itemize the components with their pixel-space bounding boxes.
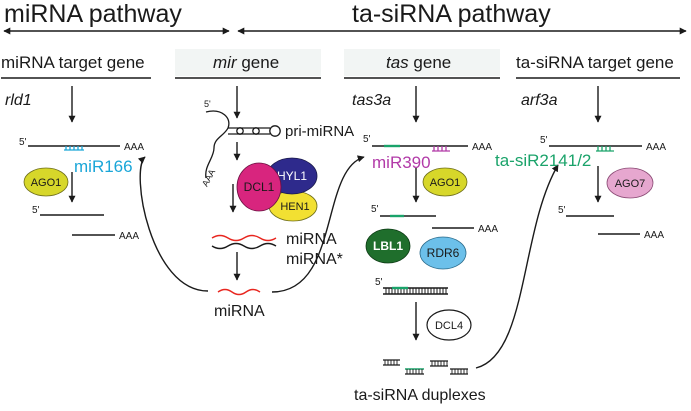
- ago7-protein: [606, 167, 654, 199]
- mir166-base-pairing: [64, 146, 84, 151]
- dcl4-protein: [426, 309, 472, 341]
- col4-five-prime-2: 5': [558, 205, 566, 216]
- mirna-duplex: [211, 234, 277, 250]
- rld1-gene-label: rld1: [5, 92, 32, 109]
- col2-aaa: AAA: [200, 168, 217, 189]
- tasirna-target-gene-header: ta-siRNA target gene: [516, 53, 674, 72]
- col1-aaa: AAA: [124, 142, 144, 153]
- col3-aaa-2: AAA: [478, 224, 498, 235]
- mirna-to-target-arrow: [137, 156, 209, 292]
- tasirna-base-pairing: [596, 146, 614, 152]
- rdr6-label: RDR6: [427, 246, 460, 260]
- dcl4-label: DCL4: [435, 320, 463, 332]
- tasirna-to-target-arrow: [475, 164, 559, 369]
- arf3a-gene-label: arf3a: [521, 92, 558, 109]
- col3-aaa: AAA: [472, 142, 492, 153]
- tasirna-duplex-pieces: [383, 359, 468, 375]
- lbl1-label: LBL1: [373, 239, 403, 253]
- col4-aaa: AAA: [646, 142, 666, 153]
- mir166-label: miR166: [74, 157, 133, 176]
- pri-mirna-hairpin: [205, 110, 281, 179]
- hen1-label: HEN1: [280, 201, 309, 213]
- col4-five-prime: 5': [540, 135, 548, 146]
- col1-five-prime: 5': [19, 137, 27, 148]
- mirna-to-tas-arrow: [271, 155, 365, 293]
- ago7-label: AGO7: [615, 178, 646, 190]
- col2-five-prime: 5': [204, 99, 211, 109]
- col1-five-prime-2: 5': [32, 205, 40, 216]
- mir390-base-pairing: [432, 146, 450, 152]
- ago1-label-col1: AGO1: [31, 177, 62, 189]
- ago1-protein-col3: [422, 167, 468, 197]
- mirna-duplex-label-2: miRNA*: [286, 251, 343, 268]
- col1-aaa-2: AAA: [119, 231, 139, 242]
- mirna-target-gene-header: miRNA target gene: [1, 53, 145, 72]
- mirna-pathway-title: miRNA pathway: [4, 0, 182, 28]
- lbl1-protein: [365, 228, 411, 264]
- mir-gene-header: mir gene: [213, 53, 279, 72]
- col4-aaa-2: AAA: [644, 230, 664, 241]
- mir390-label: miR390: [372, 153, 431, 172]
- col3-five-prime: 5': [363, 134, 371, 145]
- ago1-label-col3: AGO1: [430, 177, 461, 189]
- pri-mirna-label: pri-miRNA: [285, 123, 354, 140]
- dsrna-ladder: [383, 286, 448, 295]
- ago1-protein-col1: [23, 167, 69, 197]
- dcl1-protein: [236, 162, 282, 212]
- tasirna-duplexes-label: ta-siRNA duplexes: [354, 387, 486, 404]
- mature-mirna: [217, 288, 261, 296]
- tasirna-label: ta-siR2141/2: [495, 151, 591, 170]
- tas3a-gene-label: tas3a: [352, 92, 391, 109]
- col3-five-prime-3: 5': [375, 277, 383, 288]
- dcl1-label: DCL1: [244, 180, 275, 194]
- mirna-duplex-label-1: miRNA: [286, 231, 337, 248]
- mir-gene-header-bg: [175, 49, 321, 76]
- tas-gene-header-bg: [344, 49, 500, 76]
- tas-gene-header: tas gene: [386, 53, 451, 72]
- mature-mirna-label: miRNA: [214, 303, 265, 320]
- tasirna-pathway-title: ta-siRNA pathway: [352, 0, 551, 28]
- rdr6-protein: [419, 236, 467, 270]
- hyl1-label: HYL1: [277, 169, 307, 183]
- col3-five-prime-2: 5': [371, 204, 379, 215]
